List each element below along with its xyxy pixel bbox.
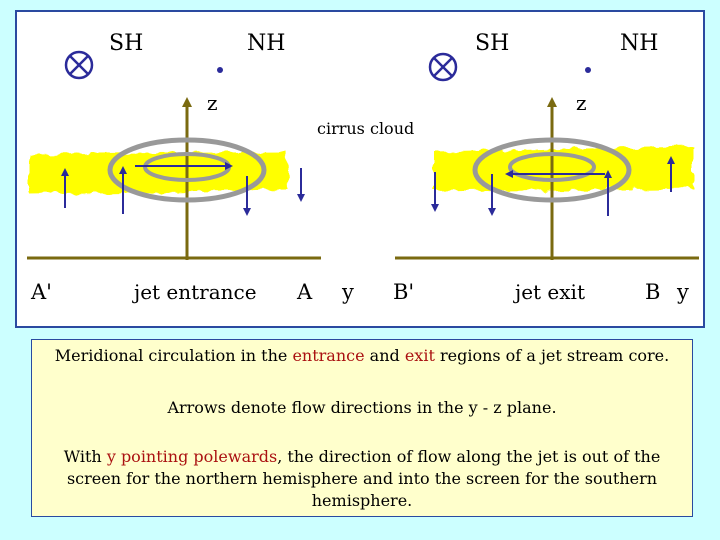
- b-label: B: [645, 280, 660, 304]
- diagram-panel: SH NH z A' jet entrance A y cirrus cloud: [15, 10, 705, 328]
- a-label: A: [296, 280, 313, 304]
- circle-dot-icon: [217, 67, 223, 73]
- cirrus-cloud-label: cirrus cloud: [317, 119, 414, 138]
- jet-exit-label: jet exit: [513, 280, 585, 304]
- b-prime-label: B': [393, 280, 414, 304]
- y-label-right: y: [676, 280, 689, 304]
- sh-label: SH: [109, 31, 143, 56]
- circle-dot-icon: [585, 67, 591, 73]
- entrance-highlight: entrance: [292, 346, 364, 365]
- caption-line-1: Meridional circulation in the entrance a…: [32, 346, 692, 365]
- jet-circulation-diagram: SH NH z A' jet entrance A y cirrus cloud: [17, 12, 707, 330]
- caption-box: Meridional circulation in the entrance a…: [31, 339, 693, 517]
- caption-text: regions of a jet stream core.: [435, 346, 669, 365]
- caption-text: and: [365, 346, 405, 365]
- jet-entrance-label: jet entrance: [132, 280, 257, 304]
- caption-text: Meridional circulation in the: [55, 346, 293, 365]
- circle-x-icon: [430, 54, 456, 80]
- caption-line-3: With y pointing polewards, the direction…: [32, 446, 692, 512]
- z-label-left: z: [207, 91, 218, 115]
- z-label-right: z: [576, 91, 587, 115]
- a-prime-label: A': [30, 280, 52, 304]
- exit-highlight: exit: [405, 346, 435, 365]
- caption-line-2: Arrows denote flow directions in the y -…: [32, 398, 692, 417]
- nh-label: NH: [247, 31, 285, 56]
- y-poleward-highlight: y pointing polewards: [107, 447, 277, 466]
- sh-label: SH: [475, 31, 509, 56]
- caption-text: With: [64, 447, 107, 466]
- circle-x-icon: [66, 52, 92, 78]
- y-label-left: y: [341, 280, 354, 304]
- nh-label: NH: [620, 31, 658, 56]
